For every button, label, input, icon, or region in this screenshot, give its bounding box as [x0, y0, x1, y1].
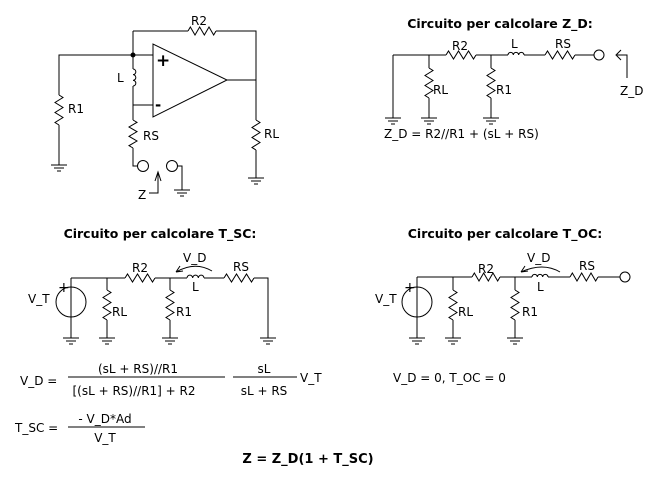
toc-label-vd: V_D	[527, 251, 550, 265]
label-r2: R2	[191, 14, 207, 28]
inductor-symbol	[186, 274, 205, 279]
label-z: Z	[138, 188, 146, 202]
tsc-formula-num: - V_D*Ad	[78, 412, 131, 426]
label-l: L	[117, 71, 124, 85]
tsc-label-rl: RL	[112, 305, 127, 319]
ground-icon	[445, 337, 461, 345]
tsc-label-plus: +	[58, 280, 70, 296]
inductor-symbol	[507, 51, 525, 56]
vd-arrow-icon	[175, 265, 213, 273]
zd-label-r1: R1	[496, 83, 512, 97]
vd-arrow-icon	[520, 265, 561, 273]
resistor-symbol	[124, 273, 156, 283]
ground-icon	[174, 189, 190, 197]
resistor-symbol	[165, 289, 175, 321]
ground-icon	[248, 177, 264, 185]
ground-icon	[99, 337, 115, 345]
zd-arrow-icon	[615, 49, 628, 78]
terminal-icon	[619, 271, 631, 283]
wire	[254, 277, 269, 338]
zd-label-zd: Z_D	[620, 84, 643, 98]
tsc-formula-lhs: T_SC =	[14, 421, 58, 435]
toc-formula: V_D = 0, T_OC = 0	[393, 371, 506, 385]
zd-label-rs: RS	[555, 37, 571, 51]
label-rs: RS	[143, 129, 159, 143]
toc-title: Circuito per calcolare T_OC:	[408, 226, 603, 242]
ground-icon	[483, 117, 499, 125]
zd-formula: Z_D = R2//R1 + (sL + RS)	[384, 127, 539, 141]
resistor-symbol	[128, 119, 138, 149]
zd-label-r2: R2	[452, 39, 468, 53]
vd-formula-tail: V_T	[300, 371, 322, 385]
resistor-symbol	[102, 289, 112, 321]
resistor-symbol	[223, 273, 255, 283]
zd-label-rl: RL	[433, 83, 448, 97]
resistor-symbol	[448, 289, 458, 321]
tsc-label-vt: V_T	[28, 292, 50, 306]
ground-icon	[409, 337, 425, 345]
resistor-symbol	[471, 272, 501, 282]
z-arrow-icon	[149, 170, 162, 194]
tsc-label-r1: R1	[176, 305, 192, 319]
inductor-symbol	[132, 68, 137, 87]
toc-label-plus: +	[404, 280, 416, 296]
resistor-symbol	[544, 50, 576, 60]
label-r1: R1	[68, 102, 84, 116]
toc-label-l: L	[537, 280, 544, 294]
resistor-symbol	[569, 272, 599, 282]
vd-frac1-den: [(sL + RS)//R1] + R2	[72, 384, 195, 398]
resistor-symbol	[251, 119, 261, 151]
terminal-icon	[166, 160, 178, 172]
ground-icon	[162, 337, 178, 345]
tsc-label-l: L	[192, 280, 199, 294]
resistor-symbol	[187, 26, 217, 36]
resistor-symbol	[510, 289, 520, 321]
toc-label-r2: R2	[478, 262, 494, 276]
zd-label-l: L	[511, 37, 518, 51]
ground-icon	[260, 337, 276, 345]
opamp-symbol	[152, 43, 229, 118]
toc-label-r1: R1	[522, 305, 538, 319]
resistor-symbol	[445, 50, 477, 60]
wire	[216, 30, 257, 120]
ground-icon	[51, 164, 67, 172]
inductor-symbol	[531, 273, 549, 278]
wire	[132, 148, 137, 167]
tsc-label-r2: R2	[132, 261, 148, 275]
vd-frac2-num: sL	[258, 362, 271, 376]
ground-icon	[63, 337, 79, 345]
ground-icon	[507, 337, 523, 345]
ground-icon	[385, 117, 401, 125]
tsc-label-vd: V_D	[183, 251, 206, 265]
tsc-formula-den: V_T	[94, 431, 116, 445]
wire	[178, 165, 183, 190]
tsc-label-rs: RS	[233, 260, 249, 274]
opamp-plus: +	[156, 51, 170, 71]
ground-icon	[421, 117, 437, 125]
vd-formula-lhs: V_D =	[20, 374, 57, 388]
terminal-icon	[137, 160, 149, 172]
zd-title: Circuito per calcolare Z_D:	[407, 16, 593, 32]
resistor-symbol	[486, 67, 496, 99]
toc-label-vt: V_T	[375, 292, 397, 306]
terminal-icon	[593, 49, 605, 61]
resistor-symbol	[54, 94, 64, 126]
toc-label-rs: RS	[579, 259, 595, 273]
tsc-title: Circuito per calcolare T_SC:	[64, 226, 257, 242]
wires	[51, 26, 631, 428]
final-formula: Z = Z_D(1 + T_SC)	[242, 452, 373, 467]
vd-frac1-num: (sL + RS)//R1	[98, 362, 178, 376]
voltage-source-icon	[55, 286, 87, 318]
resistor-symbol	[424, 67, 434, 99]
label-rl: RL	[264, 127, 279, 141]
toc-label-rl: RL	[458, 305, 473, 319]
vd-frac2-den: sL + RS	[241, 384, 288, 398]
voltage-source-icon	[401, 286, 433, 318]
wire	[58, 54, 153, 95]
opamp-minus: -	[155, 96, 161, 114]
